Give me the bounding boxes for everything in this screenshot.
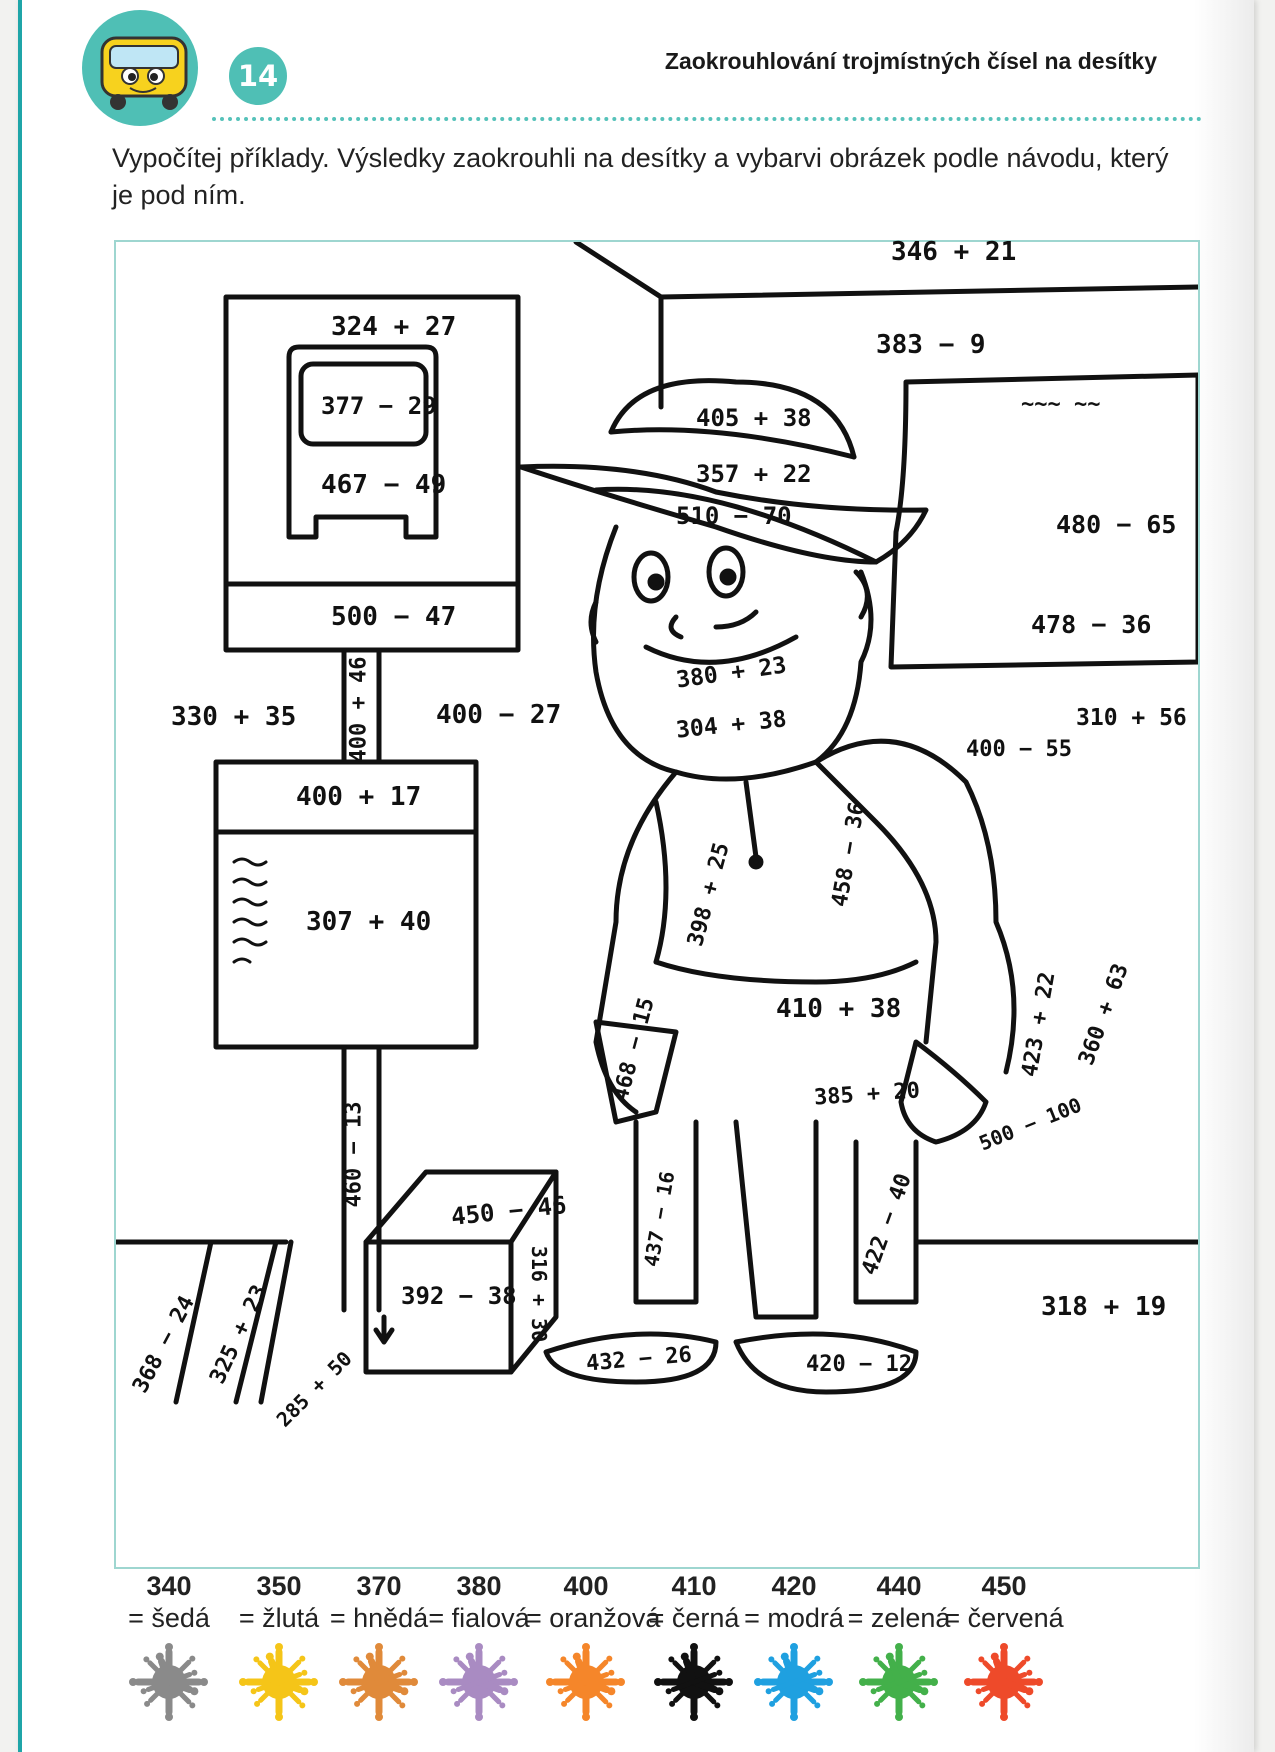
math-problem: 346 + 21 (891, 237, 1017, 267)
paint-splat-icon (754, 1643, 833, 1721)
legend-value: 380 (456, 1571, 502, 1601)
chapter-title: Zaokrouhlování trojmístných čísel na des… (664, 48, 1157, 74)
math-problem: 400 − 27 (436, 700, 562, 730)
task-instructions: Vypočítej příklady. Výsledky zaokrouhli … (112, 143, 1169, 210)
paint-splat-icon (859, 1643, 938, 1721)
paint-splat-icon (439, 1643, 518, 1721)
legend-color-label: = hnědá (329, 1603, 429, 1633)
legend-color-label: = červená (944, 1603, 1064, 1633)
legend-value: 340 (146, 1571, 192, 1601)
math-problem: 330 + 35 (171, 702, 297, 732)
math-problem: 500 − 47 (331, 602, 457, 632)
paint-splat-icon (964, 1643, 1043, 1721)
math-problem: 510 − 70 (676, 502, 792, 530)
legend-item: 420= modrá (734, 1570, 854, 1722)
math-problem: 480 − 65 (1056, 510, 1177, 539)
math-problem: 420 − 12 (806, 1352, 912, 1377)
coloring-picture: 346 + 21 383 − 9 324 + 27 377 − 29 467 −… (114, 237, 1200, 1569)
legend-color-label: = zelená (847, 1603, 951, 1633)
math-problem: 310 + 56 (1076, 705, 1187, 731)
coloring-line-art (116, 242, 1198, 1405)
legend-color-label: = fialová (428, 1603, 530, 1633)
legend-item: 440= zelená (839, 1570, 959, 1722)
math-problem: 460 − 13 (341, 1101, 367, 1208)
math-problem: 400 − 55 (966, 737, 1072, 762)
poster-scribble: ~~~ ~~ (1021, 392, 1101, 417)
legend-item: 340= šedá (109, 1570, 229, 1722)
legend-value: 440 (876, 1571, 922, 1601)
math-problem: 467 − 49 (321, 470, 447, 500)
math-problem: 383 − 9 (876, 330, 986, 360)
legend-value: 400 (563, 1571, 609, 1601)
legend-item: 400= oranžová (526, 1570, 661, 1722)
paint-splat-icon (546, 1643, 625, 1721)
math-problem: 405 + 38 (696, 404, 812, 432)
page-shadow (1194, 0, 1254, 1752)
math-problem: 400 + 46 (346, 656, 372, 763)
legend-color-label: = žlutá (238, 1603, 320, 1633)
math-problem: 357 + 22 (696, 460, 812, 488)
workbook-page: 14 Zaokrouhlování trojmístných čísel na … (18, 0, 1254, 1752)
header-divider (212, 117, 1202, 121)
legend-value: 450 (981, 1571, 1027, 1601)
paint-splat-icon (239, 1643, 318, 1721)
legend-item: 410= černá (634, 1570, 754, 1722)
paint-splat-icon (129, 1643, 208, 1721)
math-problem: 324 + 27 (331, 312, 457, 342)
legend-value: 420 (771, 1571, 817, 1601)
legend-item: 370= hnědá (319, 1570, 439, 1722)
math-problem: 316 + 30 (527, 1245, 552, 1343)
math-problem: 377 − 29 (321, 392, 437, 420)
math-problem: 400 + 17 (296, 782, 422, 812)
legend-value: 410 (671, 1571, 717, 1601)
math-problem: 318 + 19 (1041, 1292, 1167, 1322)
paint-splat-icon (339, 1643, 418, 1721)
legend-item: 350= žlutá (219, 1570, 339, 1722)
legend-color-label: = oranžová (526, 1603, 661, 1633)
math-problem: 307 + 40 (306, 907, 432, 937)
legend-color-label: = šedá (128, 1603, 210, 1633)
paint-splat-icon (654, 1643, 733, 1721)
legend-value: 350 (256, 1571, 302, 1601)
legend-value: 370 (356, 1571, 402, 1601)
legend-color-label: = modrá (744, 1603, 844, 1633)
math-problem: 410 + 38 (776, 994, 902, 1024)
math-problem: 392 − 38 (401, 1282, 517, 1310)
math-problem: 478 − 36 (1031, 610, 1152, 639)
bus-mascot-icon (82, 10, 198, 126)
legend-item: 380= fialová (419, 1570, 539, 1722)
lesson-number-badge: 14 (229, 47, 287, 105)
legend-color-label: = černá (648, 1603, 740, 1633)
legend-item: 450= červená (944, 1570, 1064, 1722)
